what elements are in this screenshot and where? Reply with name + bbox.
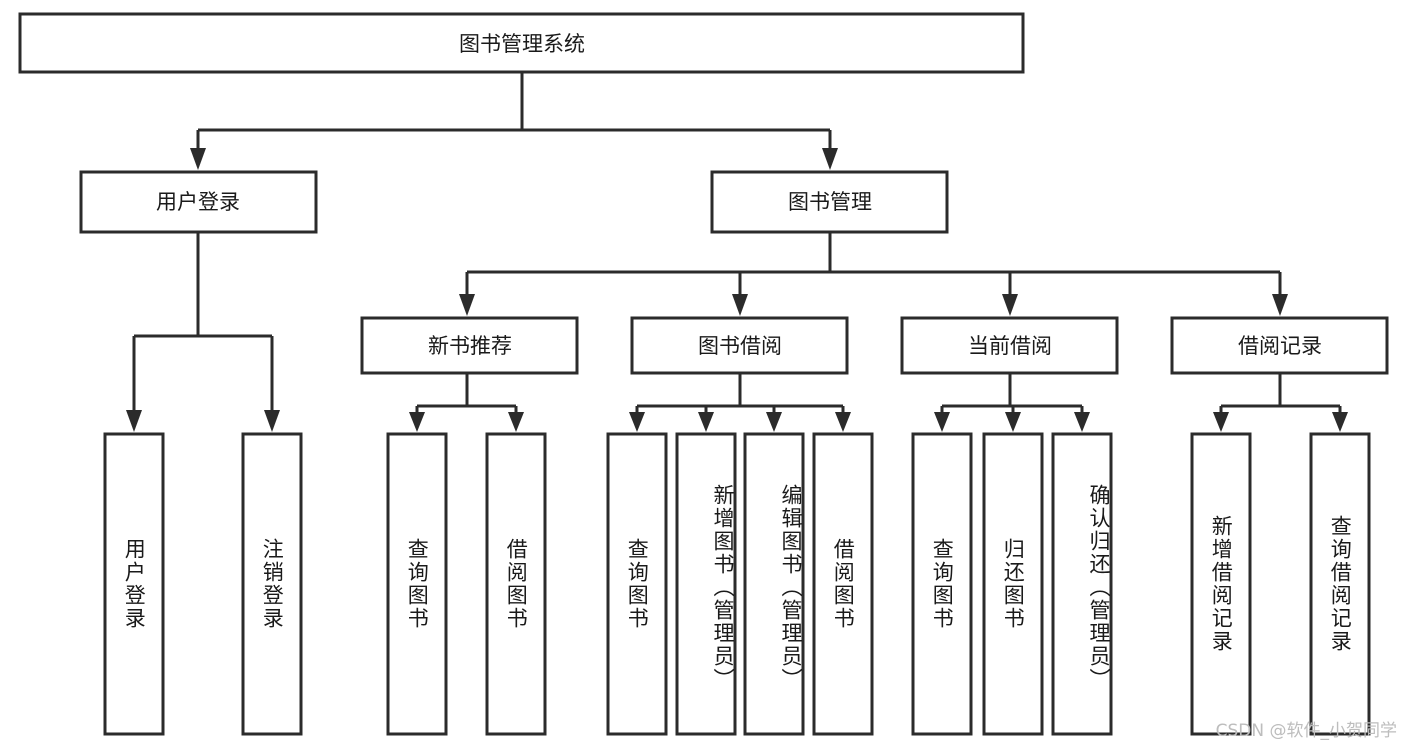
node-new-book-recommend-box[interactable] — [360, 316, 579, 375]
node-book-borrow[interactable]: 图书借阅 — [630, 316, 849, 375]
arrow-head-icon — [835, 412, 851, 432]
leaf-edit-book-box[interactable] — [743, 432, 805, 736]
arrow-head-icon — [190, 148, 206, 170]
leaf-user-login-box[interactable] — [103, 432, 165, 736]
connector-group-root-to-level2 — [190, 72, 838, 170]
node-user-login-box[interactable] — [79, 170, 318, 234]
arrow-head-icon — [1002, 294, 1018, 316]
leaf-return-book-box[interactable] — [982, 432, 1044, 736]
node-new-book-recommend-label: 新书推荐 — [428, 334, 512, 358]
csdn-watermark: CSDN @软件_小贺同学 — [1215, 721, 1397, 741]
connector-group-user-login-to-leaves — [126, 232, 280, 432]
leaf-confirm-return-box[interactable] — [1051, 432, 1113, 736]
node-book-management-label: 图书管理 — [788, 190, 872, 214]
arrow-head-icon — [1005, 412, 1021, 432]
leaf-query-borrow-record-box[interactable] — [1309, 432, 1371, 736]
connector-group-book-borrow-to-leaves — [629, 373, 851, 432]
leaf-add-borrow-record-box[interactable] — [1190, 432, 1252, 736]
node-user-login-label: 用户登录 — [156, 190, 240, 214]
node-book-management-box[interactable] — [710, 170, 949, 234]
leaf-query-book-1-box[interactable] — [386, 432, 448, 736]
node-new-book-recommend[interactable]: 新书推荐 — [360, 316, 579, 375]
arrow-head-icon — [1213, 412, 1229, 432]
leaf-query-book-3-box[interactable] — [911, 432, 973, 736]
node-root-box[interactable] — [18, 12, 1025, 74]
arrow-head-icon — [934, 412, 950, 432]
arrow-head-icon — [1332, 412, 1348, 432]
leaf-borrow-book-2-box[interactable] — [812, 432, 874, 736]
node-user-login[interactable]: 用户登录 — [79, 170, 318, 234]
arrow-head-icon — [508, 412, 524, 432]
node-book-borrow-box[interactable] — [630, 316, 849, 375]
connector-group-book-management-to-level3 — [459, 232, 1288, 316]
node-current-borrow-label: 当前借阅 — [968, 334, 1052, 358]
node-book-borrow-label: 图书借阅 — [698, 334, 782, 358]
node-borrow-record-label: 借阅记录 — [1238, 334, 1322, 358]
arrow-head-icon — [126, 410, 142, 432]
node-borrow-record[interactable]: 借阅记录 — [1170, 316, 1389, 375]
arrow-head-icon — [409, 412, 425, 432]
node-current-borrow-box[interactable] — [900, 316, 1119, 375]
arrow-head-icon — [1272, 294, 1288, 316]
arrow-head-icon — [698, 412, 714, 432]
node-root-label: 图书管理系统 — [459, 32, 585, 56]
connector-group-current-borrow-to-leaves — [934, 373, 1090, 432]
arrow-head-icon — [822, 148, 838, 170]
arrow-head-icon — [766, 412, 782, 432]
leaf-add-book-box[interactable] — [675, 432, 737, 736]
node-borrow-record-box[interactable] — [1170, 316, 1389, 375]
arrow-head-icon — [732, 294, 748, 316]
leaf-borrow-book-1-box[interactable] — [485, 432, 547, 736]
arrow-head-icon — [459, 294, 475, 316]
connector-group-new-book-to-leaves — [409, 373, 524, 432]
leaf-logout-box[interactable] — [241, 432, 303, 736]
arrow-head-icon — [629, 412, 645, 432]
connector-group-borrow-record-to-leaves — [1213, 373, 1348, 432]
leaf-query-book-2-box[interactable] — [606, 432, 668, 736]
node-book-management[interactable]: 图书管理 — [710, 170, 949, 234]
node-current-borrow[interactable]: 当前借阅 — [900, 316, 1119, 375]
arrow-head-icon — [1074, 412, 1090, 432]
arrow-head-icon — [264, 410, 280, 432]
leaf-boxes-group — [103, 432, 1371, 736]
node-root[interactable]: 图书管理系统 — [18, 12, 1025, 74]
